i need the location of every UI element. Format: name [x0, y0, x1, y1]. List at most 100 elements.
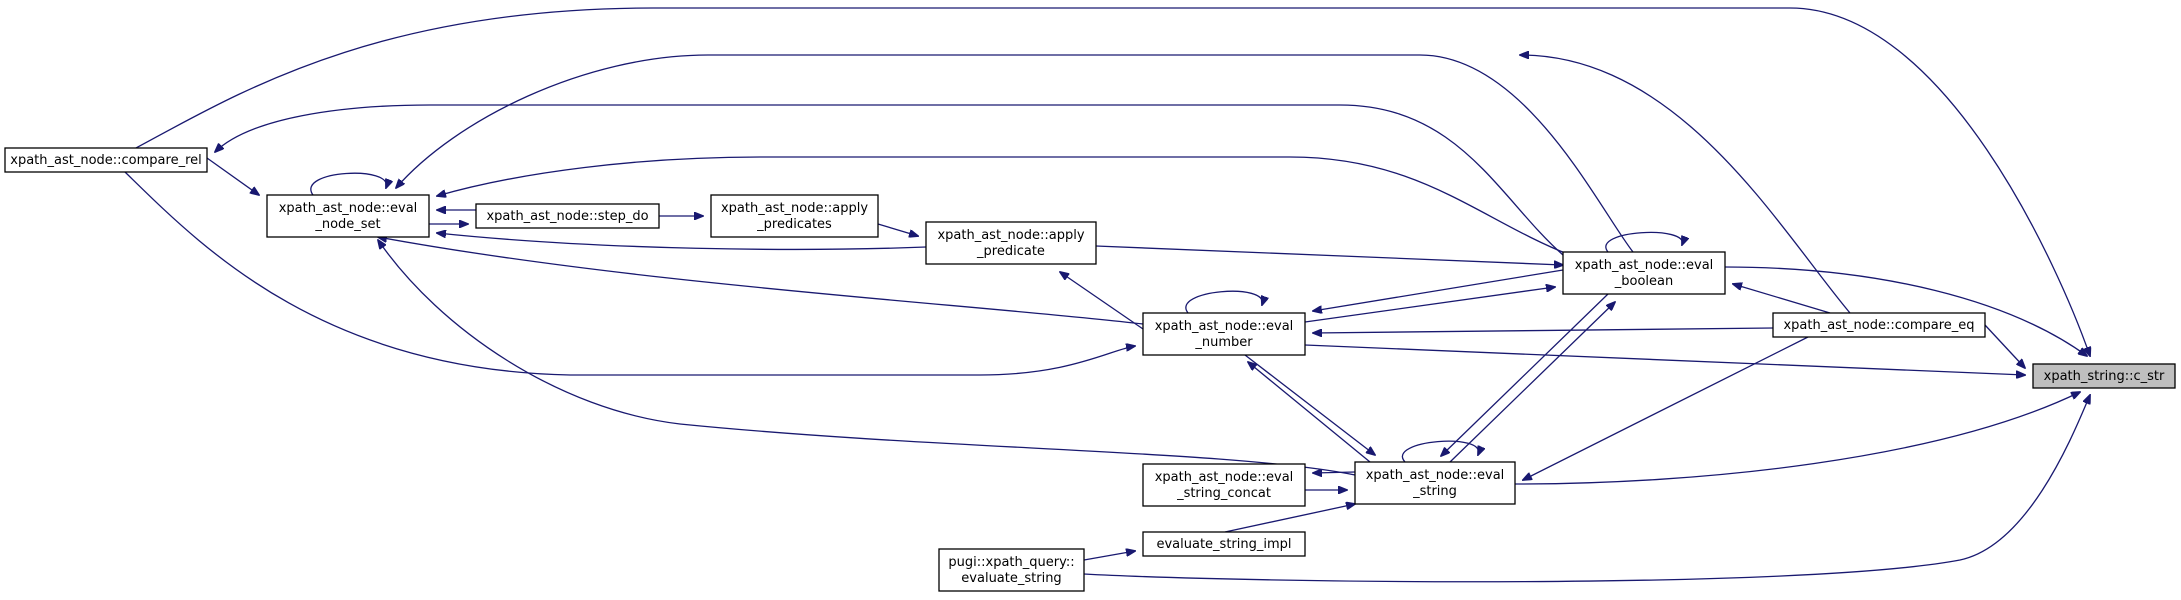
edge-line	[378, 240, 1356, 476]
node-compare-rel[interactable]: xpath_ast_node::compare_rel	[4, 147, 208, 173]
node-label-line: _number	[1194, 335, 1253, 350]
node-evaluate-string[interactable]: pugi::xpath_query::evaluate_string	[938, 548, 1085, 592]
edge-eval_number-self	[1185, 290, 1263, 314]
edge-evaluate_string-c_str	[1083, 395, 2090, 583]
node-box	[2032, 363, 2176, 389]
node-label-line: xpath_ast_node::compare_eq	[1783, 318, 1974, 333]
node-label-line: _predicate	[976, 244, 1045, 259]
node-box	[1142, 312, 1306, 356]
node-label-line: xpath_string::c_str	[2044, 369, 2165, 384]
node-apply-predicate[interactable]: xpath_ast_node::apply_predicate	[925, 221, 1097, 265]
edge-line	[1984, 324, 2025, 368]
edge-eval_node_set-self	[310, 172, 387, 196]
edge-eval_number-eval_boolean	[1304, 287, 1555, 323]
edge-eval_string-eval_node_set	[378, 240, 1356, 476]
node-label-line: _node_set	[314, 217, 380, 232]
edge-compare_rel-eval_node_set	[206, 157, 259, 195]
edge-eval_string-eval_boolean	[1449, 302, 1615, 463]
edge-line	[437, 156, 1571, 256]
node-box	[1354, 461, 1516, 505]
edge-line	[1304, 344, 2025, 375]
node-label-line: pugi::xpath_query::	[948, 555, 1074, 570]
node-evaluate-string-impl[interactable]: evaluate_string_impl	[1142, 531, 1306, 557]
node-label-line: _boolean	[1614, 274, 1673, 289]
edges-layer	[124, 7, 2090, 583]
edge-eval_boolean-eval_node_set-2	[437, 156, 1571, 256]
node-box	[938, 548, 1085, 592]
edge-line	[1060, 272, 1144, 330]
node-compare-eq[interactable]: xpath_ast_node::compare_eq	[1772, 312, 1986, 338]
node-label-line: xpath_ast_node::step_do	[486, 209, 648, 224]
edge-line	[437, 233, 927, 251]
edge-line	[1095, 245, 1563, 265]
node-box	[4, 147, 208, 173]
edge-line	[1224, 504, 1355, 533]
node-step-do[interactable]: xpath_ast_node::step_do	[475, 203, 660, 229]
edge-eval_number-apply_predicate	[1060, 272, 1144, 330]
edge-line	[396, 54, 1634, 253]
edge-line	[1441, 293, 1609, 456]
edge-line	[1724, 266, 2087, 356]
edge-eval_number-eval_string	[1244, 354, 1375, 455]
node-label-line: _predicates	[756, 217, 832, 232]
node-box	[925, 221, 1097, 265]
edge-eval_boolean-c_str	[1724, 266, 2087, 356]
node-label-line: xpath_ast_node::eval	[1155, 319, 1294, 334]
node-eval-number[interactable]: xpath_ast_node::eval_number	[1142, 312, 1306, 356]
node-label-line: evaluate_string_impl	[1156, 537, 1291, 552]
node-box	[1142, 463, 1306, 507]
node-label-line: evaluate_string	[961, 571, 1061, 586]
edge-line	[1523, 336, 1809, 480]
edge-line	[310, 172, 387, 196]
node-box	[1142, 531, 1306, 557]
edge-evaluate_string_impl-eval_string	[1224, 504, 1355, 533]
node-label-line: xpath_ast_node::apply	[937, 228, 1084, 243]
node-eval-string[interactable]: xpath_ast_node::eval_string	[1354, 461, 1516, 505]
node-c-str[interactable]: xpath_string::c_str	[2032, 363, 2176, 389]
node-box	[1562, 251, 1726, 295]
node-label-line: xpath_ast_node::eval	[1155, 470, 1294, 485]
edge-line	[1605, 231, 1683, 253]
edge-compare_eq-c_str	[1984, 324, 2025, 368]
edge-compare_rel-eval_number	[124, 171, 1135, 376]
edge-line	[1449, 302, 1615, 463]
edge-line	[1313, 472, 1356, 473]
edge-compare_eq-eval_number	[1313, 327, 1774, 333]
node-label-line: _string	[1412, 484, 1457, 499]
node-box	[266, 194, 430, 238]
edge-compare_eq-eval_node_set	[1520, 55, 1851, 314]
edge-line	[378, 237, 1144, 325]
edge-eval_string-self	[1401, 440, 1478, 463]
edge-eval_boolean-compare_rel	[215, 104, 1564, 256]
edge-line	[1401, 440, 1478, 463]
node-eval-string-concat[interactable]: xpath_ast_node::eval_string_concat	[1142, 463, 1306, 507]
node-label-line: xpath_ast_node::apply	[721, 201, 868, 216]
edge-eval_boolean-eval_node_set	[396, 54, 1634, 253]
edge-line	[1514, 392, 2080, 485]
edge-line	[1244, 354, 1375, 455]
node-box	[1772, 312, 1986, 338]
edge-line	[1733, 284, 1831, 314]
edge-compare_eq-eval_boolean	[1733, 284, 1831, 314]
edge-eval_string-eval_number	[1248, 362, 1371, 463]
edge-apply_predicate-eval_node_set	[437, 233, 927, 251]
node-label-line: _string_concat	[1176, 486, 1271, 501]
nodes-layer: xpath_string::c_str xpath_ast_node::compa…	[4, 147, 2176, 592]
edge-line	[877, 223, 918, 236]
edge-line	[1313, 269, 1564, 311]
edge-eval_boolean-eval_string	[1441, 293, 1609, 456]
edge-apply_predicate-eval_boolean	[1095, 245, 1563, 265]
node-label-line: xpath_ast_node::eval	[1366, 468, 1505, 483]
edge-eval_string-c_str	[1514, 392, 2080, 485]
node-box	[475, 203, 660, 229]
edge-line	[1185, 290, 1263, 314]
edge-line	[124, 171, 1135, 376]
node-apply-predicates[interactable]: xpath_ast_node::apply_predicates	[710, 194, 879, 238]
node-eval-boolean[interactable]: xpath_ast_node::eval_boolean	[1562, 251, 1726, 295]
edge-line	[1520, 55, 1851, 314]
edge-compare_eq-eval_string	[1523, 336, 1809, 480]
node-eval-node-set[interactable]: xpath_ast_node::eval_node_set	[266, 194, 430, 238]
edge-eval_number-c_str	[1304, 344, 2025, 375]
edge-line	[1248, 362, 1371, 463]
node-label-line: xpath_ast_node::eval	[279, 201, 418, 216]
